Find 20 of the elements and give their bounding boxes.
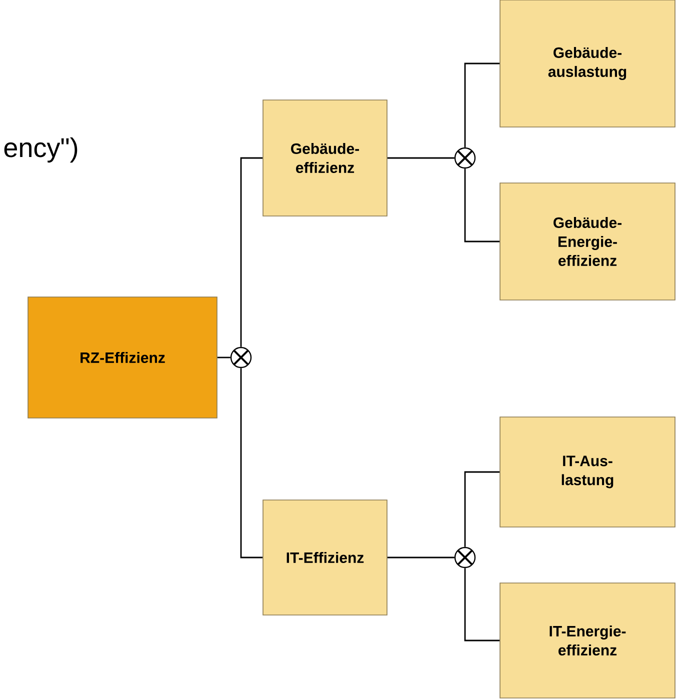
process-box: IT-Aus- lastung: [500, 416, 676, 528]
process-box: IT-Energie- effizienz: [500, 582, 676, 698]
connector-line: [217, 356, 230, 358]
junction-circle: [230, 346, 252, 368]
process-box: IT-Effizienz: [262, 500, 388, 616]
process-box: Gebäude- Energie- effizienz: [500, 182, 676, 300]
connector-line: [387, 157, 454, 159]
process-box: Gebäude- effizienz: [262, 100, 388, 216]
junction-circle: [454, 546, 476, 568]
process-box: RZ-Effizienz: [28, 296, 218, 418]
connector-line: [464, 168, 500, 242]
connector-line: [387, 556, 454, 558]
connector-line: [464, 471, 500, 547]
connector-line: [240, 157, 263, 347]
connector-line: [464, 568, 500, 642]
process-box: Gebäude- auslastung: [500, 0, 676, 128]
junction-circle: [454, 147, 476, 169]
text-fragment: ency"): [4, 137, 78, 163]
connector-line: [464, 62, 500, 148]
connector-line: [240, 368, 263, 558]
